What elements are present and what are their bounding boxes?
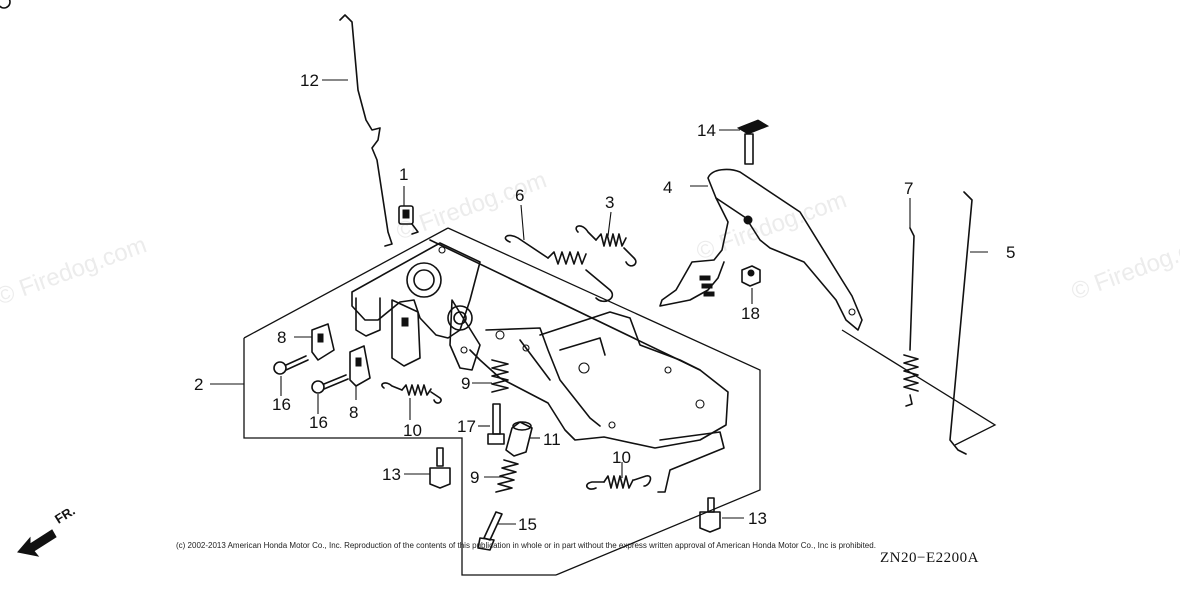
callout-11: 11 bbox=[543, 430, 561, 449]
callout-16-upper: 16 bbox=[272, 395, 291, 414]
callout-9-lower: 9 bbox=[470, 468, 479, 487]
callout-16-lower: 16 bbox=[309, 413, 328, 432]
callout-5: 5 bbox=[1006, 243, 1015, 262]
part-8-clip-upper bbox=[311, 323, 335, 361]
callout-13-right: 13 bbox=[748, 509, 767, 528]
part-10-spring-upper bbox=[381, 382, 442, 404]
callout-2: 2 bbox=[194, 375, 203, 394]
part-1-clip bbox=[398, 205, 419, 235]
callout-1: 1 bbox=[399, 165, 408, 184]
callout-8-upper: 8 bbox=[277, 328, 286, 347]
part-16-screw-lower bbox=[311, 374, 349, 394]
callouts: 12 1 2 3 4 5 6 7 8 8 9 9 10 10 11 13 13 … bbox=[194, 71, 1015, 534]
callout-10-upper: 10 bbox=[403, 421, 422, 440]
copyright-notice: (c) 2002-2013 American Honda Motor Co., … bbox=[176, 541, 876, 550]
callout-4: 4 bbox=[663, 178, 672, 197]
part-16-screw-upper bbox=[273, 355, 309, 375]
callout-15: 15 bbox=[518, 515, 537, 534]
callout-10-lower: 10 bbox=[612, 448, 631, 467]
part-9-spring-upper bbox=[491, 359, 509, 393]
callout-17: 17 bbox=[457, 417, 476, 436]
part-4-arm bbox=[659, 168, 863, 331]
part-18-nut bbox=[741, 265, 761, 287]
callout-8-lower: 8 bbox=[349, 403, 358, 422]
part-12-rod bbox=[339, 14, 393, 247]
part-10-spring-lower bbox=[585, 475, 652, 490]
callout-6: 6 bbox=[515, 186, 524, 205]
callout-3: 3 bbox=[605, 193, 614, 212]
part-13-bolt-right bbox=[699, 497, 721, 533]
front-direction-arrow-icon bbox=[17, 529, 57, 557]
callout-18: 18 bbox=[741, 304, 760, 323]
part-17-bolt bbox=[487, 403, 505, 445]
part-3-spring bbox=[575, 225, 637, 267]
part-11-sleeve bbox=[505, 421, 533, 457]
leader-lines bbox=[210, 79, 988, 525]
callout-9-upper: 9 bbox=[461, 374, 470, 393]
callout-12: 12 bbox=[300, 71, 319, 90]
watermark-left: © Firedog.com bbox=[0, 231, 150, 310]
part-14-bolt bbox=[736, 119, 770, 165]
part-9-spring-lower bbox=[495, 459, 519, 493]
assembly-frame bbox=[243, 227, 997, 576]
corner-mark bbox=[0, 0, 11, 9]
watermarks: © Firedog.com © Firedog.com © Firedog.co… bbox=[0, 166, 1180, 310]
diagram-code: ZN20−E2200A bbox=[880, 550, 979, 566]
part-5-rod bbox=[949, 191, 973, 455]
callout-14: 14 bbox=[697, 121, 716, 140]
part-15-bolt bbox=[477, 511, 503, 551]
callout-13-left: 13 bbox=[382, 465, 401, 484]
part-8-clip-lower bbox=[349, 345, 371, 387]
part-2-control-base bbox=[351, 239, 729, 493]
watermark-center: © Firedog.com bbox=[393, 166, 550, 245]
callout-7: 7 bbox=[904, 179, 913, 198]
part-6-spring bbox=[504, 234, 614, 303]
part-13-bolt-left bbox=[429, 447, 451, 489]
part-7-spring-rod bbox=[903, 227, 919, 407]
watermark-right: © Firedog.com bbox=[1068, 226, 1180, 305]
